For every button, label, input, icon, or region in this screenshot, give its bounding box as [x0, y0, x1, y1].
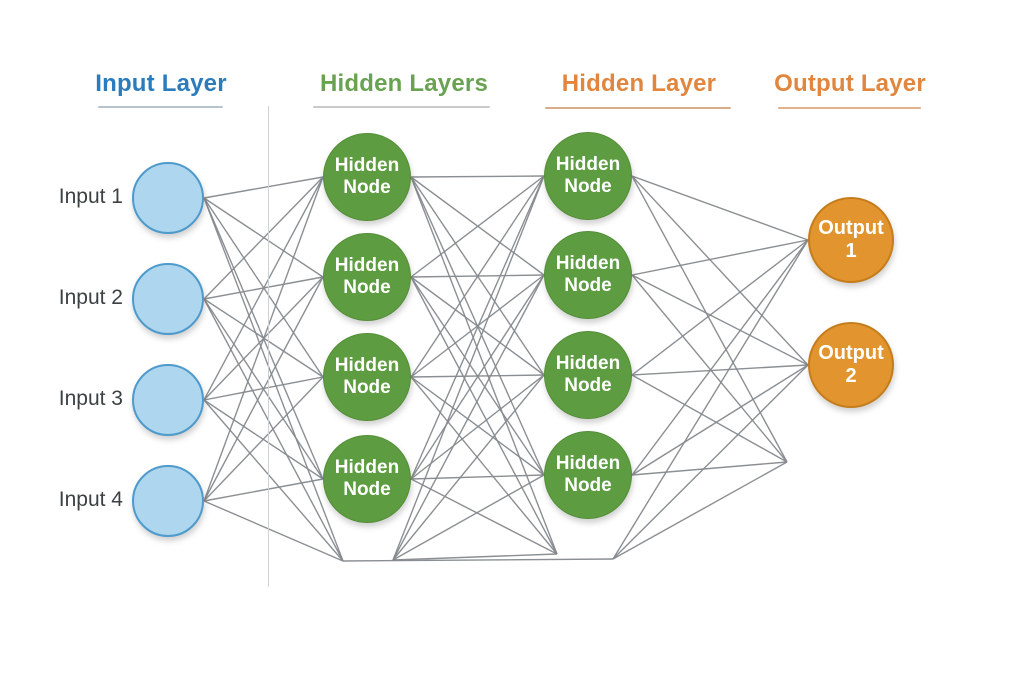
column-separator-line: [268, 106, 269, 587]
input-node-4: [132, 465, 204, 537]
node-label: Hidden Node: [555, 253, 621, 296]
edge-line: [631, 274, 788, 463]
edge-line: [392, 175, 545, 561]
input-node-label: Input 1: [58, 185, 123, 208]
edge-line: [410, 176, 558, 555]
header-underline: [778, 107, 921, 109]
input-node-label: Input 3: [58, 387, 123, 410]
edge-line: [410, 376, 558, 555]
edge-line: [342, 558, 614, 562]
edge-line: [392, 374, 545, 561]
edge-line: [631, 461, 788, 476]
edge-line: [203, 276, 324, 502]
input-node-1: [132, 162, 204, 234]
hidden-node-3: Hidden Node: [323, 333, 411, 421]
edge-line: [410, 478, 558, 555]
edge-line: [203, 176, 324, 199]
layer-header-output-layer: Output Layer: [774, 70, 926, 97]
input-node-label: Input 2: [58, 286, 123, 309]
node-label: Hidden Node: [334, 155, 400, 198]
edge-line: [410, 376, 545, 476]
edge-line: [392, 474, 545, 561]
edge-line: [410, 274, 545, 480]
edge-line: [392, 553, 558, 561]
edge-line: [631, 364, 809, 376]
input-node-label: Input 4: [58, 488, 123, 511]
edge-line: [631, 239, 809, 476]
node-label: Hidden Node: [555, 453, 621, 496]
node-label: Hidden Node: [555, 154, 621, 197]
edge-line: [410, 276, 558, 555]
edge-line: [203, 176, 324, 502]
node-label: Hidden Node: [555, 353, 621, 396]
edge-line: [410, 175, 545, 178]
edge-line: [631, 374, 788, 463]
edge-line: [631, 175, 809, 366]
edge-line: [410, 175, 545, 278]
hidden-node-4: Hidden Node: [544, 431, 632, 519]
edge-line: [203, 197, 344, 562]
header-underline: [313, 106, 490, 108]
edge-line: [203, 500, 344, 562]
output-node-2: Output 2: [808, 322, 894, 408]
edge-line: [631, 364, 809, 476]
edge-line: [392, 274, 545, 561]
edge-line: [410, 175, 545, 378]
edge-line: [612, 239, 809, 560]
edge-line: [203, 376, 324, 502]
input-node-3: [132, 364, 204, 436]
layer-header-hidden-layer: Hidden Layer: [561, 70, 717, 97]
edge-line: [410, 474, 545, 480]
edge-line: [631, 175, 788, 463]
hidden-node-1: Hidden Node: [323, 133, 411, 221]
hidden-node-1: Hidden Node: [544, 132, 632, 220]
edge-line: [631, 239, 809, 276]
edge-line: [631, 175, 809, 241]
hidden-node-2: Hidden Node: [544, 231, 632, 319]
input-node-2: [132, 263, 204, 335]
node-label: Hidden Node: [334, 355, 400, 398]
node-label: Output 1: [818, 217, 884, 262]
output-node-1: Output 1: [808, 197, 894, 283]
hidden-node-3: Hidden Node: [544, 331, 632, 419]
edge-line: [203, 176, 324, 401]
hidden-node-2: Hidden Node: [323, 233, 411, 321]
edge-line: [612, 364, 809, 560]
edge-line: [410, 374, 545, 480]
layer-header-input-layer: Input Layer: [95, 70, 227, 97]
layer-header-hidden-layers: Hidden Layers: [320, 70, 488, 97]
node-label: Hidden Node: [334, 457, 400, 500]
edge-line: [612, 461, 788, 560]
header-underline: [98, 106, 223, 108]
node-label: Hidden Node: [334, 255, 400, 298]
edge-line: [203, 176, 324, 300]
hidden-node-4: Hidden Node: [323, 435, 411, 523]
edge-line: [631, 239, 809, 376]
node-label: Output 2: [818, 342, 884, 387]
edge-line: [203, 399, 344, 562]
edge-line: [410, 175, 545, 480]
header-underline: [545, 107, 731, 109]
edge-line: [203, 298, 344, 562]
edge-line: [203, 478, 324, 502]
edge-line: [631, 274, 809, 366]
